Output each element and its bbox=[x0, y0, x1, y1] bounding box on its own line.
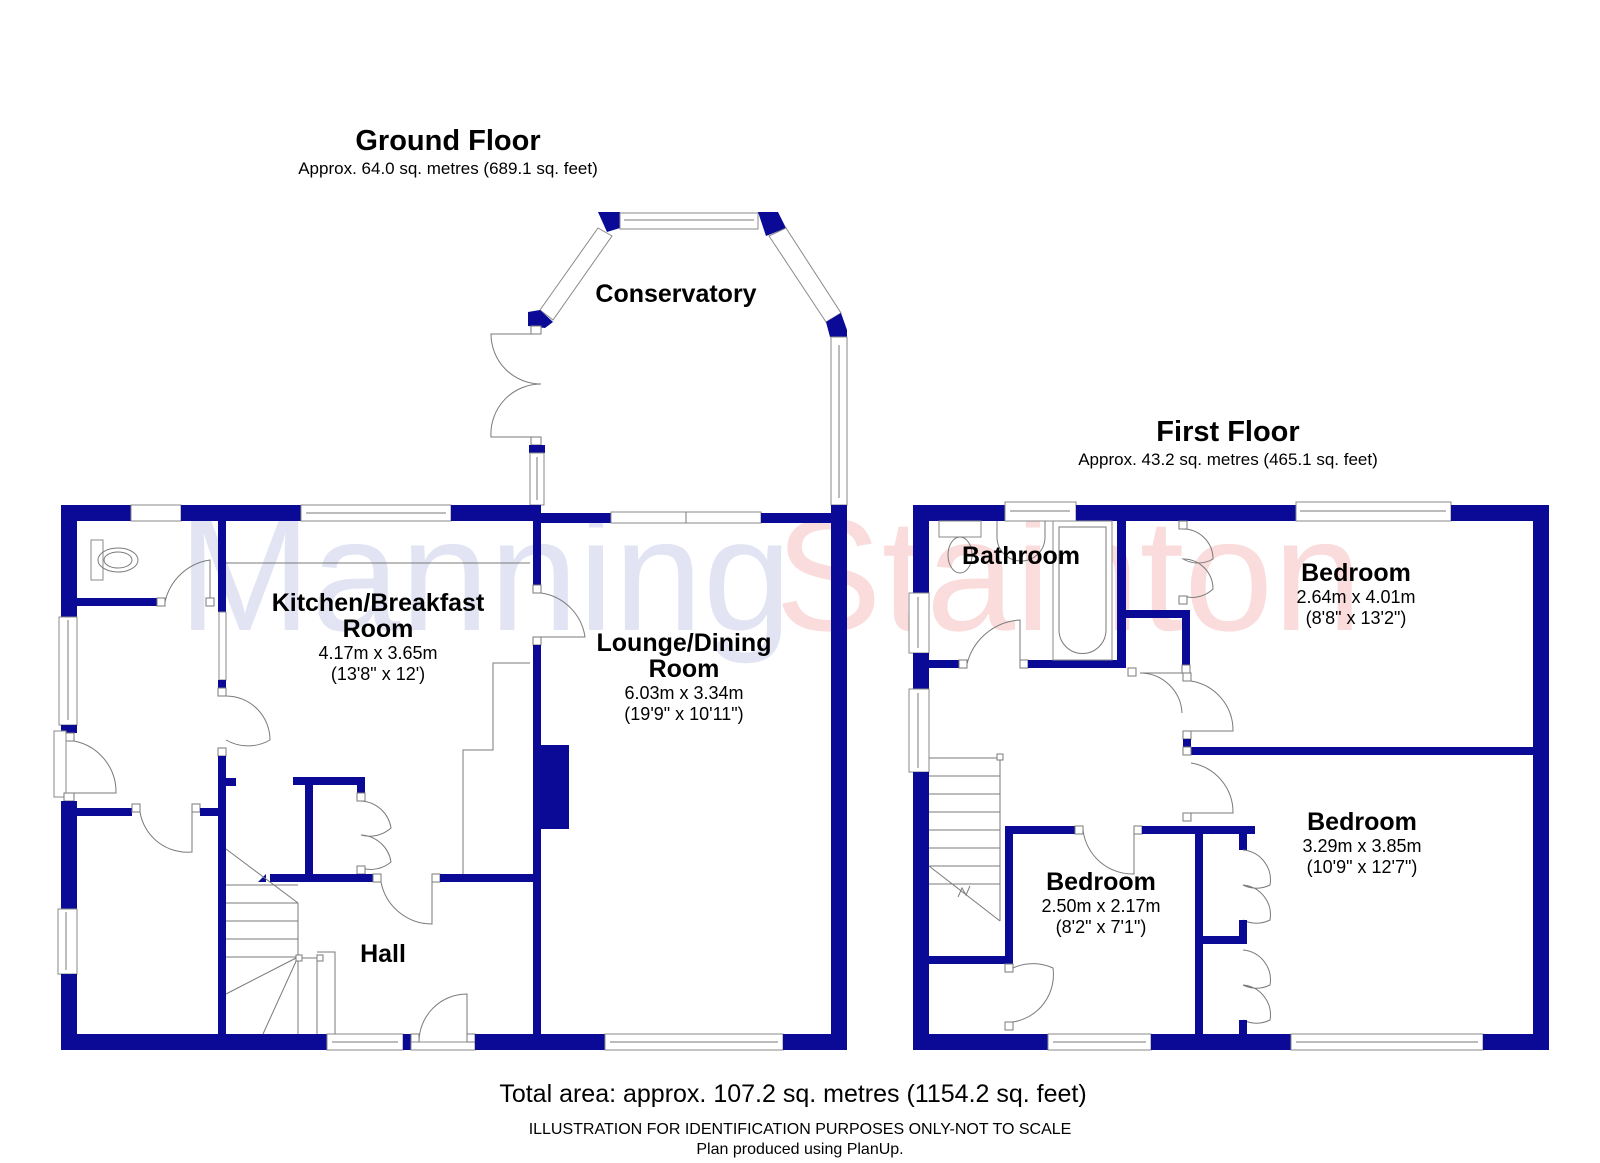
window bbox=[57, 908, 78, 975]
room-dim-metric: 6.03m x 3.34m bbox=[624, 683, 743, 703]
conservatory-structure bbox=[490, 212, 848, 506]
front-door[interactable] bbox=[418, 993, 468, 1043]
room-kitchen: Kitchen/Breakfast Room 4.17m x 3.65m (13… bbox=[272, 589, 485, 684]
room-label-hall: Hall bbox=[360, 940, 406, 968]
room-dim-imperial: (19'9" x 10'11") bbox=[624, 704, 743, 724]
room-label-bedroom: Bedroom bbox=[1046, 868, 1156, 896]
conservatory-corner bbox=[528, 310, 553, 328]
ground-floor-area: Approx. 64.0 sq. metres (689.1 sq. feet) bbox=[298, 159, 598, 178]
room-dim-imperial: (13'8" x 12') bbox=[331, 664, 425, 684]
room-dim-imperial: (8'8" x 13'2") bbox=[1306, 608, 1407, 628]
door-swing bbox=[73, 740, 117, 794]
conservatory-corner bbox=[598, 212, 620, 232]
room-label-bedroom: Bedroom bbox=[1307, 808, 1417, 836]
window bbox=[768, 227, 842, 323]
room-label-bedroom: Bedroom bbox=[1301, 559, 1411, 587]
room-label-lounge: Lounge/Dining bbox=[597, 629, 772, 657]
ground-floor-plan: Conservatory Kitchen/Breakfast Room 4.17… bbox=[53, 212, 848, 1051]
room-dim-metric: 2.64m x 4.01m bbox=[1296, 587, 1415, 607]
room-bedroom-2: Bedroom 3.29m x 3.85m (10'9" x 12'7") bbox=[1302, 808, 1421, 877]
room-bedroom-3: Bedroom 2.50m x 2.17m (8'2" x 7'1") bbox=[1041, 868, 1160, 937]
room-dim-metric: 2.50m x 2.17m bbox=[1041, 896, 1160, 916]
window bbox=[619, 212, 759, 230]
conservatory-corner bbox=[758, 212, 786, 236]
room-label-lounge-line2: Room bbox=[649, 655, 720, 683]
toilet bbox=[947, 536, 973, 574]
first-floor-area: Approx. 43.2 sq. metres (465.1 sq. feet) bbox=[1078, 450, 1378, 469]
disclaimer: ILLUSTRATION FOR IDENTIFICATION PURPOSES… bbox=[529, 1121, 1072, 1138]
room-dim-imperial: (8'2" x 7'1") bbox=[1056, 917, 1147, 937]
room-label-kitchen-line2: Room bbox=[343, 615, 414, 643]
window bbox=[539, 227, 613, 321]
room-dim-metric: 4.17m x 3.65m bbox=[318, 643, 437, 663]
fireplace bbox=[541, 745, 569, 829]
staircase-ground bbox=[225, 848, 336, 1035]
toilet bbox=[97, 547, 139, 573]
room-label-bathroom: Bathroom bbox=[962, 542, 1080, 570]
room-label-kitchen: Kitchen/Breakfast bbox=[272, 589, 485, 617]
room-label-conservatory: Conservatory bbox=[595, 280, 756, 308]
ground-floor-title: Ground Floor bbox=[355, 125, 540, 157]
conservatory-corner bbox=[826, 313, 847, 337]
door-swing bbox=[490, 333, 542, 385]
window bbox=[908, 592, 930, 654]
bath bbox=[1052, 520, 1113, 661]
sink bbox=[996, 521, 1046, 562]
window bbox=[908, 688, 930, 773]
room-dim-imperial: (10'9" x 12'7") bbox=[1307, 857, 1418, 877]
room-lounge: Lounge/Dining Room 6.03m x 3.34m (19'9" … bbox=[597, 629, 772, 724]
first-floor-plan: Bathroom Bedroom 2.64m x 4.01m (8'8" x 1… bbox=[908, 501, 1549, 1051]
first-floor-title: First Floor bbox=[1156, 416, 1299, 448]
window bbox=[130, 504, 182, 522]
door-swing bbox=[540, 592, 586, 638]
room-bedroom-1: Bedroom 2.64m x 4.01m (8'8" x 13'2") bbox=[1296, 559, 1415, 628]
room-dim-metric: 3.29m x 3.85m bbox=[1302, 836, 1421, 856]
staircase-first bbox=[928, 753, 1004, 922]
total-area: Total area: approx. 107.2 sq. metres (11… bbox=[499, 1080, 1086, 1108]
door-swing bbox=[966, 619, 1021, 665]
credit: Plan produced using PlanUp. bbox=[696, 1141, 903, 1158]
